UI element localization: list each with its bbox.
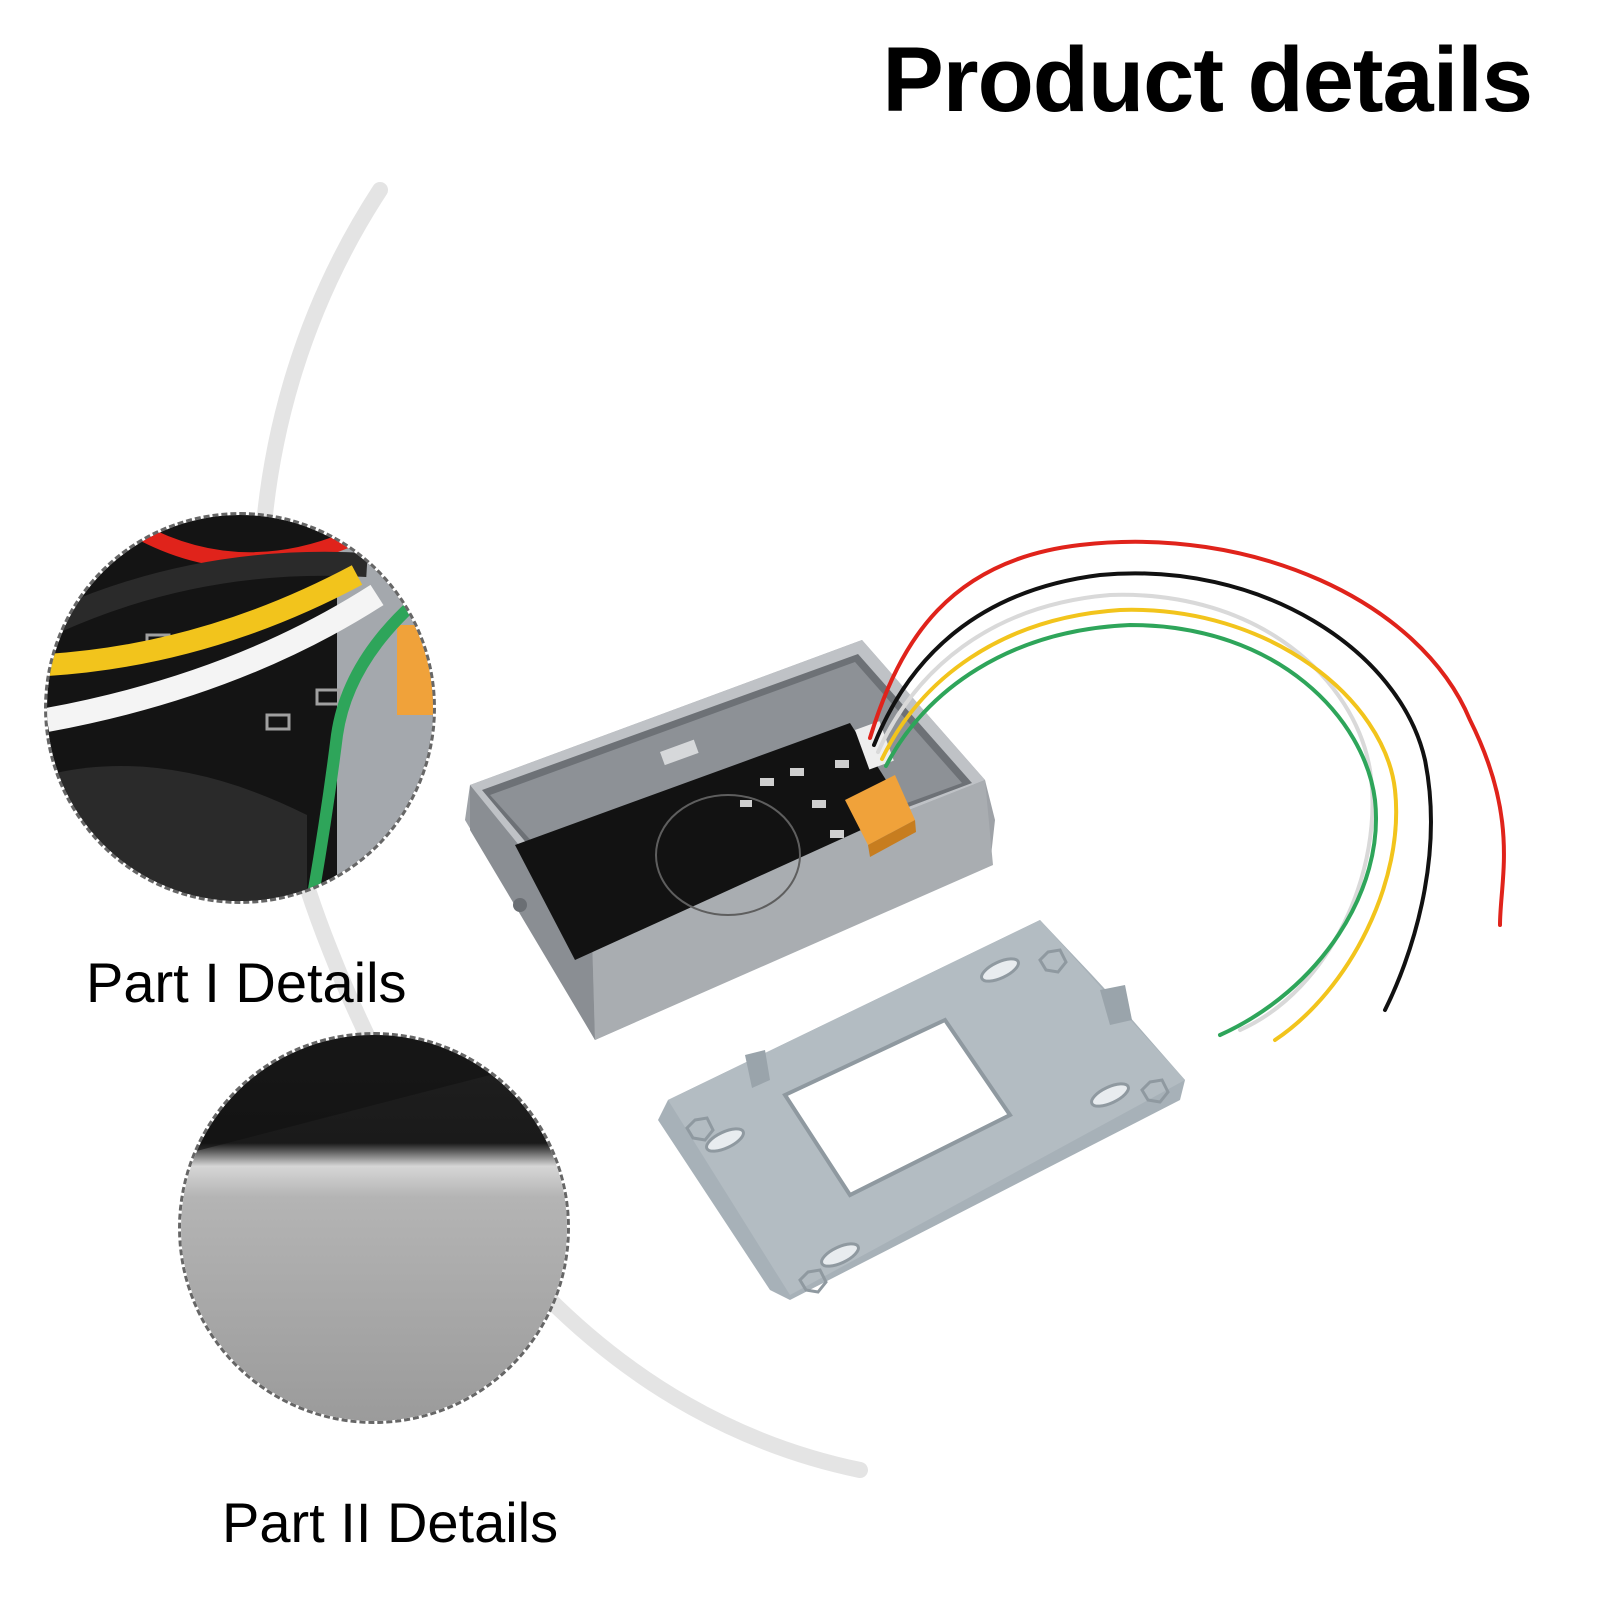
detail-circle-part-2	[178, 1032, 570, 1424]
part-1-caption: Part I Details	[86, 951, 407, 1014]
decorative-arc	[252, 182, 868, 1478]
detail-circle-part-1	[44, 512, 436, 904]
pcb-board	[515, 723, 905, 960]
pcb-wiring-closeup-icon	[47, 515, 433, 901]
relay-component	[845, 775, 916, 857]
wire-black	[872, 571, 1433, 1012]
wire-red	[868, 539, 1506, 927]
mounting-bracket	[658, 920, 1185, 1300]
housing-edge-closeup-icon	[181, 1035, 567, 1421]
wire-green	[884, 622, 1378, 1037]
wire-bundle	[868, 539, 1506, 1042]
wire-yellow	[880, 607, 1399, 1042]
part-2-caption: Part II Details	[222, 1491, 559, 1554]
page-title: Product details	[882, 29, 1533, 131]
